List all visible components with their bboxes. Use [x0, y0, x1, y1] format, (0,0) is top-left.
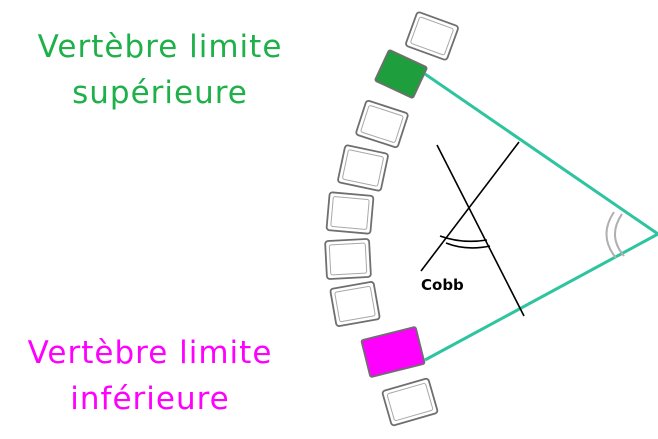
vertebra-6	[324, 238, 372, 280]
vertebra-9	[381, 377, 439, 427]
vertebra-upper-limit	[374, 49, 428, 99]
endplate-lines	[424, 72, 658, 362]
perpendicular-from-upper	[420, 141, 520, 272]
apex-angle-arc	[605, 211, 625, 259]
lower-endplate-line	[424, 232, 658, 362]
upper-endplate-line	[424, 72, 658, 236]
upper-label-line-2: supérieure	[72, 75, 248, 111]
perpendicular-lines	[420, 141, 525, 317]
vertebra-4	[337, 144, 389, 192]
vertebra-3	[355, 99, 409, 149]
cobb-angle-arc	[439, 235, 491, 249]
lower-label-line-1: Vertèbre limite	[27, 335, 273, 371]
upper-label-line-1: Vertèbre limite	[37, 29, 283, 65]
vertebra-1	[405, 11, 459, 61]
spine-column	[324, 11, 459, 427]
perpendicular-from-lower	[436, 144, 525, 317]
lower-limit-vertebra-label: Vertèbre limite inférieure	[0, 330, 300, 422]
cobb-label: Cobb	[421, 276, 464, 294]
lower-label-line-2: inférieure	[70, 381, 230, 417]
upper-limit-vertebra-label: Vertèbre limite supérieure	[0, 24, 320, 116]
vertebra-5	[325, 191, 375, 235]
vertebra-7	[329, 281, 381, 327]
vertebra-lower-limit	[360, 326, 426, 378]
